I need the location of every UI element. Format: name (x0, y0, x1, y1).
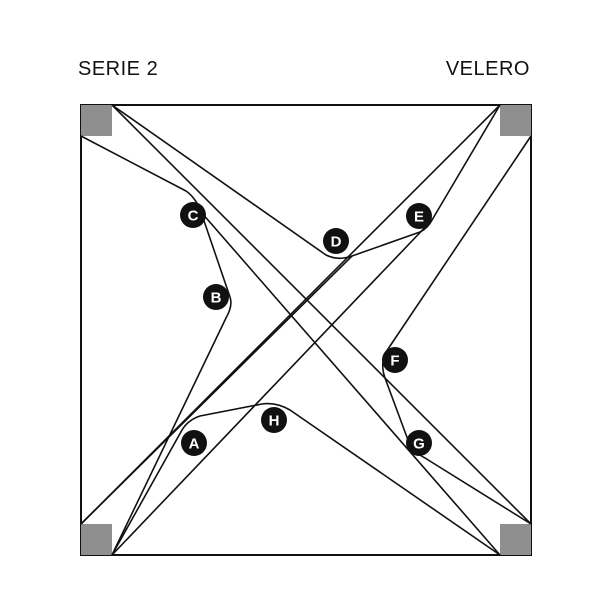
corner-anchor-top-right (500, 105, 531, 136)
cable-left-upper (80, 135, 232, 556)
node-D-label: D (331, 234, 342, 251)
cable-c-to-bottom-right (200, 211, 501, 556)
model-label: VELERO (445, 58, 530, 80)
node-F: F (382, 347, 408, 373)
node-H: H (261, 407, 287, 433)
node-A: A (181, 430, 207, 456)
node-F-label: F (390, 353, 399, 370)
cable-bottom (111, 402, 501, 556)
cable-group (80, 104, 532, 556)
node-A-label: A (189, 436, 200, 453)
cable-right (381, 135, 532, 525)
node-H-label: H (269, 413, 280, 430)
node-B-label: B (211, 290, 222, 307)
node-C: C (180, 202, 206, 228)
node-D: D (323, 228, 349, 254)
cable-top (111, 104, 501, 260)
cable-e-to-bottom-left (111, 219, 433, 556)
node-G: G (406, 430, 432, 456)
node-B: B (203, 284, 229, 310)
corner-anchor-top-left (81, 105, 112, 136)
corner-anchor-bottom-right (500, 524, 531, 555)
cable-d-to-bottom-left (80, 255, 353, 525)
cable-diagonal-tl-br (111, 104, 532, 525)
node-E: E (406, 203, 432, 229)
corner-anchor-bottom-left (81, 524, 112, 555)
series-label: SERIE 2 (78, 58, 159, 80)
node-C-label: C (188, 208, 199, 225)
node-E-label: E (414, 209, 424, 226)
frame (80, 104, 532, 556)
node-G-label: G (413, 436, 425, 453)
